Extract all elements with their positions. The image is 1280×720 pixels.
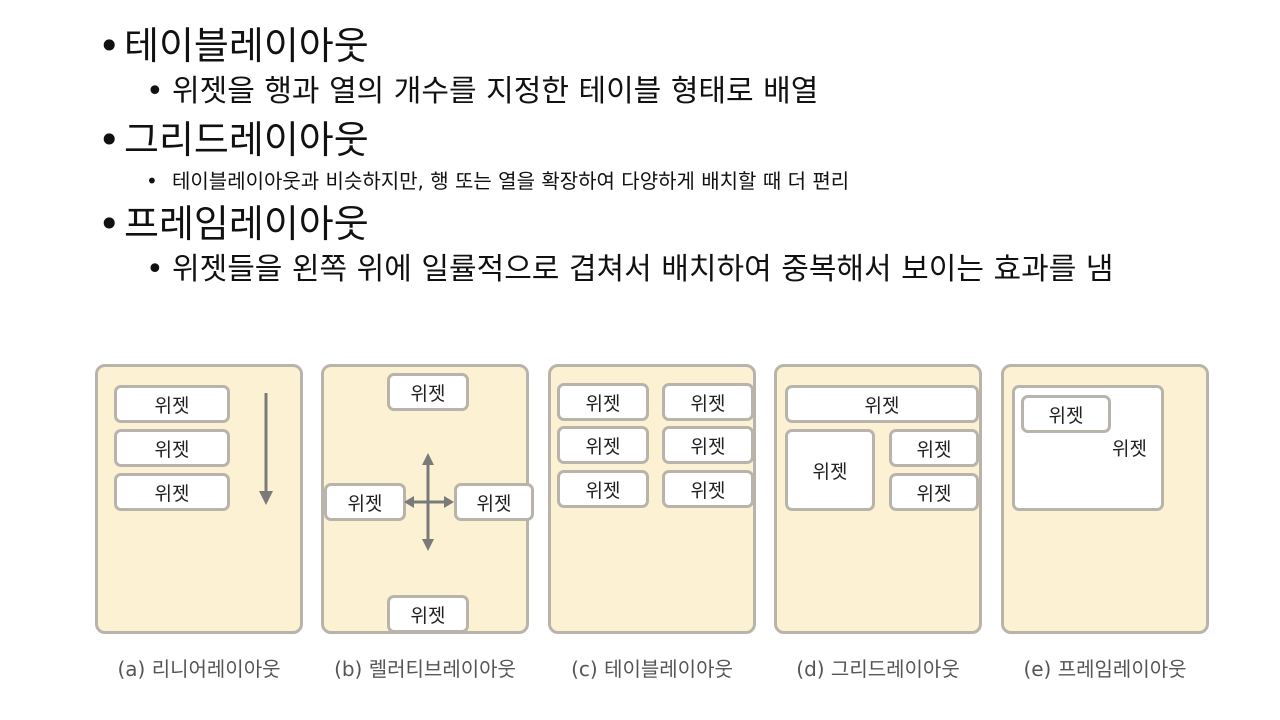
widget-box: 위젯 [324, 483, 406, 521]
panel-linear-layout: 위젯 위젯 위젯 [95, 364, 303, 634]
widget-box: 위젯 [662, 470, 754, 508]
sub-bullet-text: 테이블레이아웃과 비슷하지만, 행 또는 열을 확장하여 다양하게 배치할 때 … [172, 169, 850, 193]
widget-box-overlay: 위젯 [1021, 395, 1111, 433]
widget-box: 위젯 [114, 429, 230, 467]
caption-grid-layout: (d) 그리드레이아웃 [796, 657, 960, 681]
widget-box: 위젯 [662, 383, 754, 421]
bullet-grid-layout: •그리드레이아웃 [98, 118, 369, 162]
widget-box: 위젯 [557, 426, 649, 464]
down-arrow-icon [259, 393, 273, 505]
bullet-dot: • [98, 24, 121, 68]
widget-box: 위젯 [785, 385, 979, 423]
bullet-dot: • [146, 74, 164, 109]
bullet-title: 테이블레이아웃 [124, 24, 369, 68]
widget-box: 위젯 [889, 473, 979, 511]
sub-bullet-text: 위젯들을 왼쪽 위에 일률적으로 겹쳐서 배치하여 중복해서 보이는 효과를 냄 [172, 252, 1114, 287]
widget-box: 위젯 [557, 470, 649, 508]
widget-box: 위젯 [785, 429, 875, 511]
panel-frame-layout: 위젯 위젯 [1001, 364, 1209, 634]
caption-linear-layout: (a) 리니어레이아웃 [117, 657, 281, 681]
widget-box: 위젯 [387, 595, 469, 633]
caption-relative-layout: (b) 렐러티브레이아웃 [334, 657, 516, 681]
bullet-frame-layout: •프레임레이아웃 [98, 202, 369, 246]
widget-box: 위젯 [114, 473, 230, 511]
caption-frame-layout: (e) 프레임레이아웃 [1023, 657, 1187, 681]
widget-box: 위젯 [114, 385, 230, 423]
widget-box: 위젯 [387, 373, 469, 411]
bullet-dot: • [98, 202, 121, 246]
panel-grid-layout: 위젯 위젯 위젯 위젯 [774, 364, 982, 634]
bullet-dot: • [98, 118, 121, 162]
bullet-title: 프레임레이아웃 [124, 202, 369, 246]
widget-box: 위젯 [889, 429, 979, 467]
sub-bullet-frame-layout: •위젯들을 왼쪽 위에 일률적으로 겹쳐서 배치하여 중복해서 보이는 효과를 … [146, 252, 1162, 288]
bullet-dot: • [146, 169, 158, 193]
widget-box: 위젯 [454, 483, 534, 521]
caption-table-layout: (c) 테이블레이아웃 [571, 657, 733, 681]
panel-table-layout: 위젯 위젯 위젯 위젯 위젯 위젯 [548, 364, 756, 634]
bullet-dot: • [146, 252, 164, 287]
sub-bullet-grid-layout: • 테이블레이아웃과 비슷하지만, 행 또는 열을 확장하여 다양하게 배치할 때… [146, 168, 849, 194]
widget-box: 위젯 [557, 383, 649, 421]
four-way-arrow-icon [404, 453, 454, 551]
widget-box: 위젯 [662, 426, 754, 464]
panel-relative-layout: 위젯 위젯 위젯 위젯 [321, 364, 534, 634]
bullet-table-layout: •테이블레이아웃 [98, 24, 369, 68]
sub-bullet-table-layout: •위젯을 행과 열의 개수를 지정한 테이블 형태로 배열 [146, 74, 818, 110]
bullet-title: 그리드레이아웃 [124, 118, 369, 162]
sub-bullet-text: 위젯을 행과 열의 개수를 지정한 테이블 형태로 배열 [172, 74, 819, 109]
